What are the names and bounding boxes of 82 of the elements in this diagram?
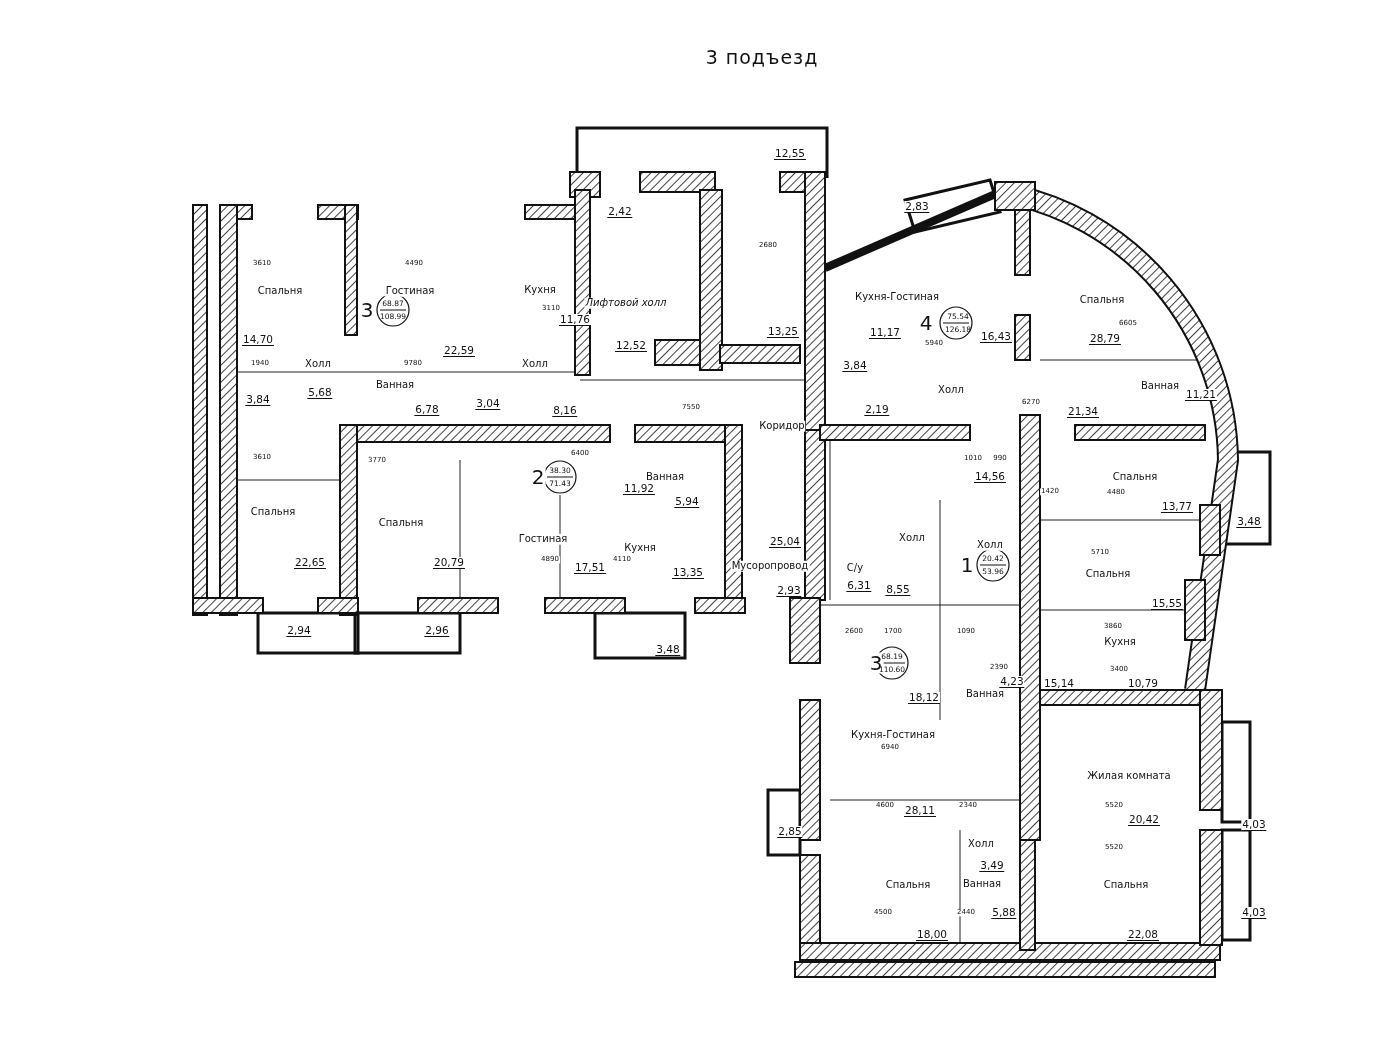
area-value: 14,56 xyxy=(973,471,1007,483)
room-name: Гостиная xyxy=(517,533,569,545)
area-value: 2,19 xyxy=(864,404,890,416)
area-value: 3,48 xyxy=(1236,516,1262,528)
area-value: 8,55 xyxy=(885,584,911,596)
area-value: 14,70 xyxy=(241,334,275,346)
area-value: 20,42 xyxy=(1127,814,1161,826)
area-value: 2,96 xyxy=(424,625,450,637)
room-name: Холл xyxy=(937,384,965,396)
area-value: 15,55 xyxy=(1150,598,1184,610)
area-value: 11,21 xyxy=(1184,389,1218,401)
area-value: 4,03 xyxy=(1241,907,1267,919)
area-value: 20,79 xyxy=(432,557,466,569)
room-name: Спальня xyxy=(1084,568,1132,580)
area-value: 18,12 xyxy=(907,692,941,704)
room-name: Гостиная xyxy=(384,285,436,297)
area-value: 12,52 xyxy=(614,340,648,352)
room-name: Ванная xyxy=(374,379,416,391)
room-name: Холл xyxy=(967,838,995,850)
room-name: Кухня xyxy=(523,284,557,296)
area-value: 4,03 xyxy=(1241,819,1267,831)
area-value: 3,04 xyxy=(475,398,501,410)
area-value: 21,34 xyxy=(1066,406,1100,418)
room-name: Ванная xyxy=(644,471,686,483)
area-value: 6,31 xyxy=(846,580,872,592)
area-value: 22,08 xyxy=(1126,929,1160,941)
room-name: Ванная xyxy=(964,688,1006,700)
area-value: 2,83 xyxy=(904,201,930,213)
room-name: Спальня xyxy=(256,285,304,297)
room-name: Кухня-Гостиная xyxy=(850,729,936,741)
area-value: 10,79 xyxy=(1126,678,1160,690)
room-name: Спальня xyxy=(1111,471,1159,483)
area-value: 22,59 xyxy=(442,345,476,357)
area-value: 2,93 xyxy=(776,585,802,597)
area-value: 5,94 xyxy=(674,496,700,508)
area-value: 11,92 xyxy=(622,483,656,495)
area-value: 3,84 xyxy=(842,360,868,372)
room-name: Кухня xyxy=(1103,636,1137,648)
room-name: С/у xyxy=(845,562,865,574)
room-name: Жилая комната xyxy=(1086,770,1172,782)
area-value: 11,76 xyxy=(558,314,592,326)
area-value: 12,55 xyxy=(773,148,807,160)
room-name: Холл xyxy=(304,358,332,370)
area-value: 3,48 xyxy=(655,644,681,656)
room-name: Спальня xyxy=(1078,294,1126,306)
area-value: 13,35 xyxy=(671,567,705,579)
room-name: Холл xyxy=(976,539,1004,551)
room-name: Спальня xyxy=(884,879,932,891)
area-value: 5,68 xyxy=(307,387,333,399)
room-name: Кухня-Гостиная xyxy=(854,291,940,303)
area-value: 11,17 xyxy=(868,327,902,339)
room-name: Мусоропровод xyxy=(730,560,810,572)
area-value: 2,94 xyxy=(286,625,312,637)
area-value: 18,00 xyxy=(915,929,949,941)
room-name: Холл xyxy=(898,532,926,544)
room-name: Спальня xyxy=(1102,879,1150,891)
area-value: 15,14 xyxy=(1042,678,1076,690)
plan-title: 3 подъезд xyxy=(705,46,819,68)
room-name: Ванная xyxy=(1139,380,1181,392)
area-value: 6,78 xyxy=(414,404,440,416)
room-name: Лифтовой холл xyxy=(584,297,668,309)
area-value: 28,79 xyxy=(1088,333,1122,345)
room-name: Коридор xyxy=(758,420,806,432)
area-value: 2,42 xyxy=(607,206,633,218)
area-value: 22,65 xyxy=(293,557,327,569)
room-name: Кухня xyxy=(623,542,657,554)
room-name: Спальня xyxy=(377,517,425,529)
room-name: Спальня xyxy=(249,506,297,518)
area-value: 25,04 xyxy=(768,536,802,548)
room-name: Холл xyxy=(521,358,549,370)
area-value: 17,51 xyxy=(573,562,607,574)
area-value: 13,77 xyxy=(1160,501,1194,513)
area-value: 16,43 xyxy=(979,331,1013,343)
area-value: 3,49 xyxy=(979,860,1005,872)
area-value: 4,23 xyxy=(999,676,1025,688)
area-value: 5,88 xyxy=(991,907,1017,919)
area-value: 8,16 xyxy=(552,405,578,417)
area-value: 28,11 xyxy=(903,805,937,817)
room-name: Ванная xyxy=(961,878,1003,890)
area-value: 13,25 xyxy=(766,326,800,338)
area-value: 3,84 xyxy=(245,394,271,406)
area-value: 2,85 xyxy=(777,826,803,838)
